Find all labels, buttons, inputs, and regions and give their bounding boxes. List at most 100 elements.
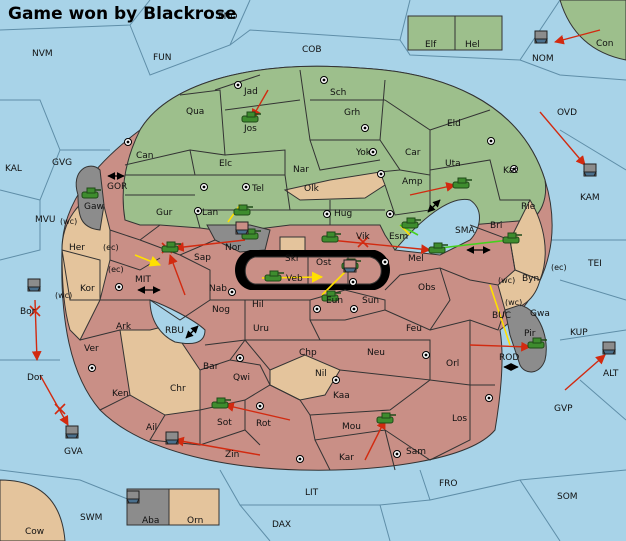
land-label: Gur <box>156 208 173 218</box>
sea-label: ALT <box>603 369 619 379</box>
province-elf[interactable] <box>407 15 456 51</box>
fleet-unit[interactable] <box>27 278 41 292</box>
sea-label: FRO <box>439 479 458 489</box>
land-label: Hil <box>252 300 264 310</box>
army-unit[interactable] <box>211 397 231 409</box>
land-label: Feu <box>406 324 422 334</box>
land-label: Jos <box>243 124 257 134</box>
army-unit[interactable] <box>452 177 472 189</box>
land-label: Sun <box>362 296 379 306</box>
army-unit[interactable] <box>161 241 181 253</box>
game-result-title: Game won by Blackrose <box>8 4 237 24</box>
land-labels: Jad Sch Qua Jos Grh Eld Can Yok Car Elc … <box>20 40 550 526</box>
army-unit[interactable] <box>401 217 421 229</box>
fleet-unit[interactable] <box>343 259 357 273</box>
land-label: Chp <box>299 348 317 358</box>
land-label: Kor <box>80 284 95 294</box>
fleet-unit[interactable] <box>602 341 616 355</box>
land-label: Kat <box>503 166 518 176</box>
land-label: Ken <box>112 389 129 399</box>
sea-label: NVM <box>32 49 53 59</box>
fleet-unit[interactable] <box>165 431 179 445</box>
sea-label: ROD <box>499 353 519 363</box>
sea-label: Bor <box>20 307 36 317</box>
land-label: Vik <box>356 232 370 242</box>
fleet-unit[interactable] <box>583 163 597 177</box>
land-label: Uta <box>445 159 461 169</box>
sea-label: (ec) <box>108 265 124 274</box>
sea-label: NOM <box>532 54 554 64</box>
land-label: Yok <box>355 148 372 158</box>
sea-label: KUP <box>570 328 588 338</box>
army-unit[interactable] <box>502 232 522 244</box>
fleet-unit[interactable] <box>65 425 79 439</box>
army-unit[interactable] <box>233 204 253 216</box>
sea-label: Cow <box>25 527 44 537</box>
fleet-unit[interactable] <box>126 490 140 504</box>
land-label: Olk <box>304 184 320 194</box>
army-unit[interactable] <box>241 111 261 123</box>
units-layer <box>27 30 616 504</box>
province-pir[interactable] <box>504 304 547 373</box>
sea-label: FUN <box>153 53 172 63</box>
sea-label: SMA <box>455 226 475 236</box>
army-unit[interactable] <box>321 290 341 302</box>
land-label: Nor <box>225 243 241 253</box>
land-label: Chr <box>170 384 186 394</box>
land-label: Sap <box>194 253 211 263</box>
land-label: Gaw <box>84 202 104 212</box>
sea-label: GOR <box>107 182 127 192</box>
province-orn[interactable] <box>168 488 220 526</box>
land-label: Esm <box>389 232 408 242</box>
land-label: Qua <box>186 107 204 117</box>
sea-label: (wc) <box>505 298 522 307</box>
army-unit[interactable] <box>81 187 101 199</box>
land-label: Zin <box>225 450 239 460</box>
army-unit[interactable] <box>264 270 284 282</box>
land-label: Grh <box>344 108 360 118</box>
land-label: Ark <box>116 322 132 332</box>
province-hel[interactable] <box>454 15 503 51</box>
sea-label: BUC <box>492 311 511 321</box>
sea-label: Dor <box>27 373 43 383</box>
army-unit[interactable] <box>376 412 396 424</box>
fleet-unit[interactable] <box>235 221 249 235</box>
land-label: Eld <box>447 119 461 129</box>
land-label: Uru <box>253 324 269 334</box>
land-label: Kaa <box>333 391 350 401</box>
sea-labels: NVM FUN COB ENO NOM Con OVD KAL GVG KAM … <box>5 12 619 537</box>
land-label: Sch <box>330 88 346 98</box>
sea-label: KAL <box>5 164 22 174</box>
land-label: Tel <box>251 184 264 194</box>
fleet-unit[interactable] <box>534 30 548 44</box>
land-label: Bar <box>203 362 219 372</box>
land-label: Ver <box>84 344 99 354</box>
land-label: Pir <box>524 329 536 339</box>
land-label: Car <box>405 148 421 158</box>
land-label: Amp <box>402 177 423 187</box>
province-borders <box>79 69 530 471</box>
land-label: Mou <box>342 422 361 432</box>
land-label: Byn <box>522 274 539 284</box>
land-label: Orn <box>187 516 203 526</box>
land-label: Qwi <box>233 373 250 383</box>
land-label: Sam <box>406 447 426 457</box>
sea-label: GVG <box>52 158 72 168</box>
army-unit[interactable] <box>321 231 341 243</box>
province-chr[interactable] <box>119 324 201 416</box>
sea-label: (wc) <box>55 291 72 300</box>
land-label: Eun <box>326 296 343 306</box>
sea-label: OVD <box>557 108 577 118</box>
land-label: Elf <box>425 40 437 50</box>
sea-label: KAM <box>580 193 600 203</box>
land-label: Ost <box>316 258 332 268</box>
land-label: Los <box>452 414 467 424</box>
sea-label: LIT <box>305 488 319 498</box>
land-label: Nil <box>315 369 327 379</box>
army-unit[interactable] <box>527 337 547 349</box>
army-unit[interactable] <box>428 242 448 254</box>
land-label: Veb <box>286 274 303 284</box>
land-label: Hug <box>334 209 352 219</box>
